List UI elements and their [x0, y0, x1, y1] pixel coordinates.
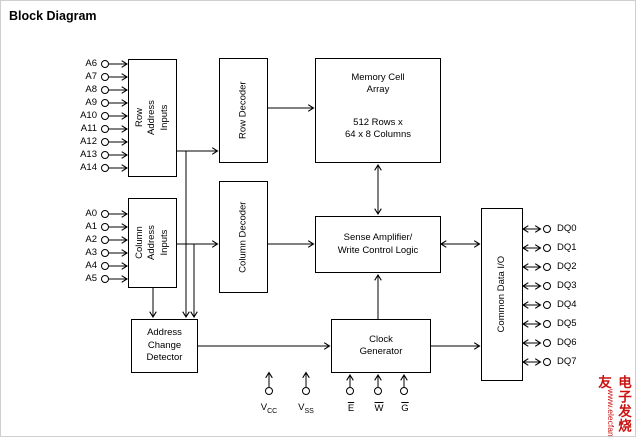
pin-a6: A6	[85, 58, 97, 69]
memory-subtitle-line-1: 512 Rows x	[353, 116, 403, 128]
memory-subtitle-line-2: 64 x 8 Columns	[344, 129, 411, 141]
box-clock-generator: Clock Generator	[331, 319, 431, 373]
pin-dq1: DQ1	[557, 242, 577, 253]
vcc-base: V	[260, 402, 268, 413]
clock-generator-line-1: Clock	[369, 333, 393, 345]
pin-w-label: W	[374, 403, 384, 414]
memory-cell-array-subtitle: 512 Rows x 64 x 8 Columns	[345, 117, 411, 142]
box-common-data-io-label: Common Data I/O	[495, 256, 507, 333]
pin-a13: A13	[80, 149, 97, 160]
box-address-change-detector: Address Change Detector	[131, 319, 198, 373]
pin-dq0: DQ0	[557, 223, 577, 234]
pin-a1: A1	[85, 221, 97, 232]
box-column-address-inputs-label: Column Address Inputs	[133, 225, 170, 261]
acd-line-3: Detector	[146, 352, 183, 364]
pin-a3: A3	[85, 247, 97, 258]
vss-sub: SS	[304, 407, 314, 415]
pin-e-enable: E	[341, 402, 361, 416]
pin-a2: A2	[85, 234, 97, 245]
sense-amplifier-line-2: Write Control Logic	[337, 244, 419, 256]
box-common-data-io: Common Data I/O	[481, 208, 523, 381]
acd-line-2: Change	[147, 339, 182, 351]
pin-a11: A11	[80, 123, 97, 134]
pin-dq4: DQ4	[557, 299, 577, 310]
pin-a10: A10	[80, 110, 97, 121]
block-wires	[149, 104, 481, 350]
pin-a14: A14	[80, 162, 97, 173]
memory-cell-array-title: Memory Cell Array	[351, 72, 405, 96]
pin-vcc: VCC	[251, 401, 287, 415]
pin-a9: A9	[85, 97, 97, 108]
pin-w-write: W	[369, 402, 389, 416]
acd-line-1: Address	[147, 327, 182, 339]
box-memory-cell-array: Memory Cell Array 512 Rows x 64 x 8 Colu…	[315, 58, 441, 163]
pin-a7: A7	[85, 71, 97, 82]
pin-vss: VSS	[288, 401, 324, 415]
pin-dq6: DQ6	[557, 337, 577, 348]
pin-dq3: DQ3	[557, 280, 577, 291]
pin-a4: A4	[85, 260, 97, 271]
pin-a8: A8	[85, 84, 97, 95]
pin-dq2: DQ2	[557, 261, 577, 272]
box-column-decoder-label: Column Decoder	[237, 201, 249, 273]
pin-a5: A5	[85, 273, 97, 284]
pin-g-label: G	[401, 403, 409, 414]
pin-e-label: E	[347, 403, 355, 414]
pin-dq5: DQ5	[557, 318, 577, 329]
watermark-url: www.elecfans.com	[606, 389, 616, 437]
pin-wires	[108, 60, 542, 387]
box-row-address-inputs-label: Row Address Inputs	[133, 100, 170, 136]
box-row-address-inputs: Row Address Inputs	[128, 59, 177, 177]
box-row-decoder-label: Row Decoder	[237, 81, 249, 140]
pin-a0: A0	[85, 208, 97, 219]
pin-a12: A12	[80, 136, 97, 147]
box-row-decoder: Row Decoder	[219, 58, 268, 163]
box-sense-amplifier: Sense Amplifier/ Write Control Logic	[315, 216, 441, 273]
box-column-decoder: Column Decoder	[219, 181, 268, 293]
pin-dq7: DQ7	[557, 356, 577, 367]
clock-generator-line-2: Generator	[359, 346, 403, 357]
sense-amplifier-line-1: Sense Amplifier/	[343, 232, 413, 244]
vss-base: V	[298, 402, 305, 413]
pin-g-output: G	[395, 402, 415, 416]
box-column-address-inputs: Column Address Inputs	[128, 198, 177, 288]
pin-terminals	[101, 60, 551, 395]
page-title: Block Diagram	[9, 9, 97, 23]
watermark: 电子发烧友	[596, 375, 631, 433]
vcc-sub: CC	[267, 407, 278, 415]
